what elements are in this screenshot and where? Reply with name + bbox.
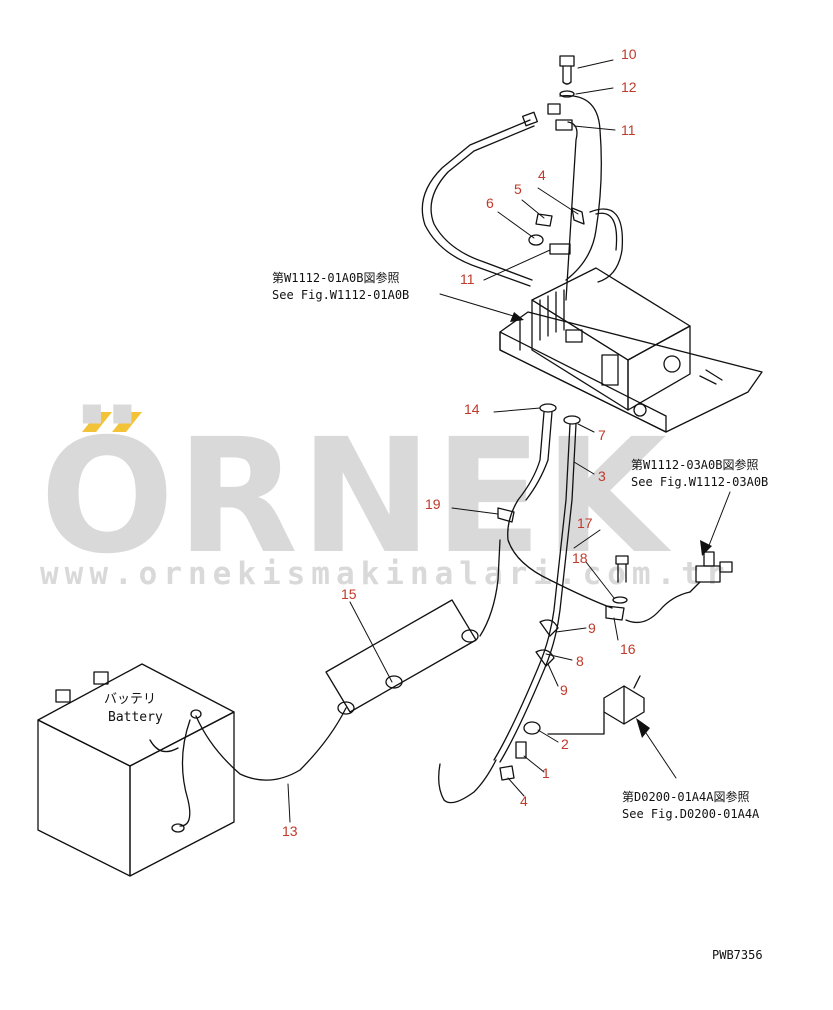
callout-17: 17 — [577, 515, 593, 531]
washer-13 — [559, 90, 575, 98]
battery-label-en: Battery — [108, 710, 163, 725]
clamp-11-mid — [549, 243, 571, 255]
cable-10-a — [179, 719, 191, 827]
grommet-7 — [563, 415, 581, 425]
ref-d0200-01a4a-en: See Fig.D0200-01A4A — [622, 807, 760, 821]
callout-9-lower: 9 — [560, 682, 568, 698]
callout-2: 2 — [561, 736, 569, 752]
callout-19: 19 — [425, 496, 441, 512]
callout-8: 8 — [576, 653, 584, 669]
callout-4-top: 4 — [538, 167, 546, 183]
ref-d0200-01a4a-jp: 第D0200-01A4A図参照 — [622, 790, 750, 804]
callout-10: 13 — [282, 823, 298, 839]
callout-16: 16 — [620, 641, 636, 657]
umlaut-dot-left — [82, 412, 112, 432]
spacer-5 — [535, 213, 553, 227]
control-box — [499, 267, 763, 433]
spacer-1 — [515, 741, 527, 759]
callout-5: 5 — [514, 181, 522, 197]
clamp-11-top — [555, 119, 573, 131]
callout-9-upper: 9 — [588, 620, 596, 636]
clamp-16 — [605, 605, 625, 621]
bolt-12 — [559, 55, 575, 85]
callout-11-mid: 11 — [460, 271, 475, 287]
switch-connector — [625, 551, 733, 624]
callout-7: 7 — [598, 427, 606, 443]
ref-w1112-03a0b-en: See Fig.W1112-03A0B — [631, 475, 769, 489]
lower-switch — [499, 675, 645, 781]
clamp-9-lower — [535, 649, 555, 667]
cable-10-b — [195, 707, 347, 781]
watermark-brand: ÖRNEK — [40, 405, 669, 589]
battery-label-jp: バッテリ — [104, 692, 157, 707]
ref-w1112-01a0b-jp: 第W1112-01A0B図参照 — [272, 271, 400, 285]
cable-14 — [507, 411, 613, 609]
clamp-19 — [497, 507, 515, 523]
ref-w1112-03a0b-jp: 第W1112-03A0B図参照 — [631, 458, 759, 472]
callout-15: 15 — [341, 586, 357, 602]
drawing-code: PWB7356 — [712, 948, 763, 962]
umlaut-dot-right — [112, 412, 142, 432]
clamp-9-upper — [539, 619, 559, 637]
callout-14: 14 — [464, 401, 480, 417]
callout-3: 3 — [598, 468, 606, 484]
callout-12: 10 — [621, 46, 637, 62]
grommet-6 — [528, 234, 544, 246]
nut-4-low — [499, 765, 515, 781]
battery-shape — [37, 663, 235, 877]
cable-3 — [493, 423, 571, 761]
grommet-2 — [523, 721, 541, 735]
callout-1: 1 — [542, 765, 550, 781]
harness-top — [421, 94, 624, 301]
watermark-url: www.ornekismakinalari.com.tr — [40, 556, 731, 592]
nut-4-top — [571, 207, 585, 225]
bolt-17 — [615, 555, 629, 583]
callout-4-low: 4 — [520, 793, 528, 809]
callout-11-top: 11 — [621, 122, 636, 138]
callout-13: 12 — [621, 79, 637, 95]
ref-w1112-01a0b-en: See Fig.W1112-01A0B — [272, 288, 410, 302]
grommet-14 — [539, 403, 557, 413]
protector-15 — [325, 599, 479, 715]
washer-18 — [612, 596, 628, 604]
callout-18: 18 — [572, 550, 588, 566]
callout-6: 6 — [486, 195, 494, 211]
